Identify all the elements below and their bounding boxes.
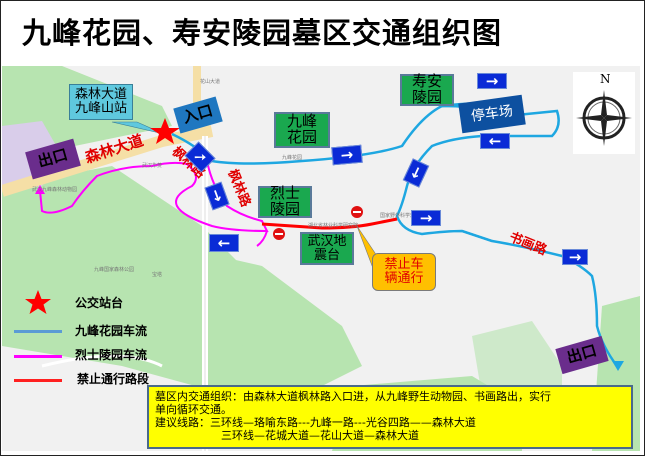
direction-arrow-icon: →	[411, 209, 441, 227]
no-vehicle-callout: 禁止车辆通行	[372, 253, 436, 291]
area-martyrs-cemetery: 烈士陵园	[258, 184, 312, 218]
area-line2: 陵园	[269, 200, 300, 218]
map-label-wuhan-hualing: 武汉华菱	[142, 163, 163, 169]
callout-line2: 九峰山站	[74, 101, 127, 116]
area-line2: 花园	[286, 128, 317, 146]
page-title: 九峰花园、寿安陵园墓区交通组织图	[22, 16, 503, 50]
area-line1: 武汉地	[307, 233, 347, 249]
map-label-huashan: 花山大道	[200, 79, 221, 85]
traffic-note: 墓区内交通组织：由森林大道枫林路入口进，从九峰野生动物园、书画路出，实行 单向循…	[147, 385, 633, 449]
area-line1: 寿安	[411, 72, 442, 91]
area-line1: 九峰	[286, 112, 317, 131]
note-line-4: 三环线—花城大道—花山大道—森林大道	[221, 429, 419, 442]
legend-label-jiufeng-flow: 九峰花园车流	[75, 324, 148, 338]
area-line2: 陵园	[411, 88, 442, 106]
direction-arrow-icon: ←	[209, 234, 239, 252]
legend-line-blue	[14, 330, 62, 333]
legend-label-bus-stop: 公交站台	[75, 296, 124, 310]
direction-arrow-icon: →	[562, 248, 588, 266]
legend-label-martyrs-flow: 烈士陵园车流	[75, 348, 148, 362]
map-label-zoo: 武汉九峰森林动物园	[32, 187, 78, 193]
area-line1: 烈士	[269, 184, 300, 203]
callout-line2: 辆通行	[384, 271, 424, 286]
area-seismic-station: 武汉地震台	[300, 232, 354, 265]
legend-star-icon	[25, 290, 51, 314]
note-line-3: 建议线路：三环线—珞喻东路---九峰一路---光谷四路——森林大道	[155, 416, 476, 429]
callout-line1: 禁止车	[384, 257, 424, 273]
no-entry-icon	[273, 228, 285, 240]
legend-line-red	[14, 379, 62, 382]
note-line-2: 单向循环交通。	[155, 403, 232, 416]
map-label-jiufeng-garden: 九峰花园	[282, 155, 303, 161]
compass-rose: N	[573, 72, 635, 154]
compass-north-label: N	[600, 72, 611, 86]
legend-line-magenta	[14, 355, 62, 358]
direction-arrow-icon: →	[477, 72, 507, 90]
note-line-1: 墓区内交通组织：由森林大道枫林路入口进，从九峰野生动物园、书画路出，实行	[155, 390, 551, 403]
area-line2: 震台	[313, 247, 340, 263]
map-label-pagoda: 宝塔	[152, 272, 163, 278]
map-label-forestry-institute: 湖北省林业科学研究院	[308, 223, 359, 229]
compass-icon	[576, 90, 632, 146]
direction-arrow-icon: →	[331, 144, 363, 166]
callout-line1: 森林大道	[74, 87, 127, 103]
map-label-forest-park: 九峰国家森林公园	[94, 267, 135, 273]
area-jiufeng-garden: 九峰花园	[274, 112, 330, 148]
area-shouan-cemetery: 寿安陵园	[400, 72, 454, 106]
map-label-field-station: 国家野外科学观测研究站	[380, 213, 436, 219]
no-entry-icon	[351, 206, 363, 218]
legend-label-closed-road: 禁止通行路段	[77, 372, 150, 386]
direction-arrow-icon: ←	[480, 132, 510, 150]
bus-station-callout: 森林大道九峰山站	[69, 84, 133, 120]
